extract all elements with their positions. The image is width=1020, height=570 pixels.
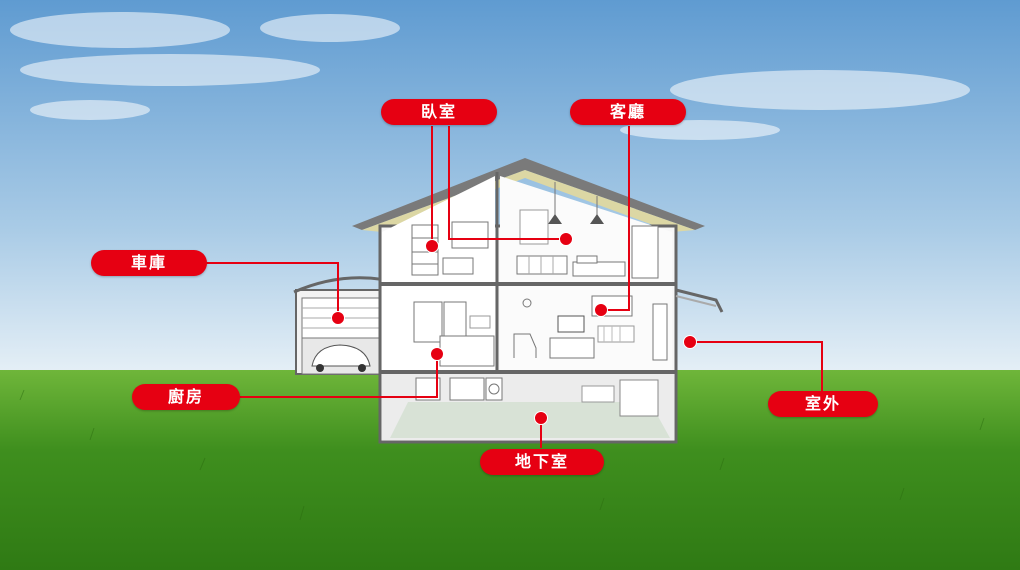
kitchen-marker[interactable]	[430, 347, 444, 361]
basement-label-button[interactable]: 地下室	[480, 449, 604, 475]
clouds	[10, 12, 970, 140]
outdoor-marker[interactable]	[683, 335, 697, 349]
basement-marker[interactable]	[534, 411, 548, 425]
living-room-label-button[interactable]: 客廳	[570, 99, 686, 125]
garage-building	[293, 276, 387, 375]
kitchen-label-button[interactable]: 廚房	[132, 384, 240, 410]
callout-lines	[202, 126, 823, 448]
bedroom-marker[interactable]	[425, 239, 439, 253]
bedroom-desk-marker[interactable]	[559, 232, 573, 246]
bedroom-label-button[interactable]: 臥室	[381, 99, 497, 125]
outdoor-label-button[interactable]: 室外	[768, 391, 878, 417]
living-room-marker[interactable]	[594, 303, 608, 317]
garage-marker[interactable]	[331, 311, 345, 325]
garage-label-button[interactable]: 車庫	[91, 250, 207, 276]
